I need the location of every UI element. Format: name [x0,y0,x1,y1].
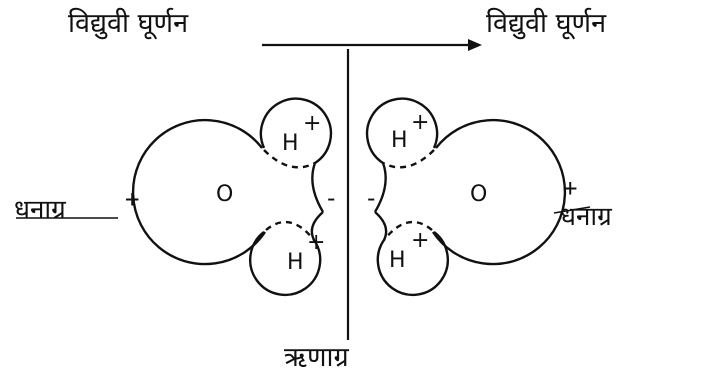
left-bond-bottom-dashed [265,220,315,241]
left-oxygen-outline [131,118,266,266]
left-hydrogen-top-outline [259,97,333,213]
right-hydrogen-bottom-outline [374,211,449,297]
right-pole-tick [553,206,591,214]
left-hydrogen-bottom-charge: + [307,230,326,255]
right-hydrogen-top-charge: + [411,110,430,135]
left-hydrogen-top-label: H [282,131,299,156]
right-bond-top-dashed [382,149,435,169]
left-hydrogen-bottom-label: H [287,250,304,275]
right-lone-pair-sign: - [364,184,379,212]
right-hydrogen-top-outline [365,97,439,213]
dipole-rotation-label-left: विद्युवी घूर्णन [68,8,189,39]
left-pole-sign: + [125,185,140,213]
right-hydrogen-top-label: H [391,128,408,153]
cathode-label: ऋणाग्र [284,342,349,373]
right-pole-sign: + [563,174,578,202]
left-bond-top-dashed [263,149,316,169]
right-hydrogen-bottom-label: H [389,248,406,273]
right-water-molecule [365,97,567,297]
left-hydrogen-top-charge: + [303,111,322,136]
rotation-arrowhead [468,39,482,51]
left-anode-label: धनाग्र [14,195,66,225]
right-oxygen-outline [432,118,567,266]
right-oxygen-label: O [470,182,488,207]
right-anode-label: धनाग्र [560,202,612,232]
right-hydrogen-bottom-charge: + [411,228,430,253]
dipole-rotation-label-right: विद्युवी घूर्णन [486,8,607,39]
left-water-molecule [131,97,333,297]
right-bond-bottom-dashed [383,220,433,241]
left-lone-pair-sign: - [324,184,339,212]
left-oxygen-label: O [216,182,234,207]
left-hydrogen-bottom-outline [249,211,324,297]
